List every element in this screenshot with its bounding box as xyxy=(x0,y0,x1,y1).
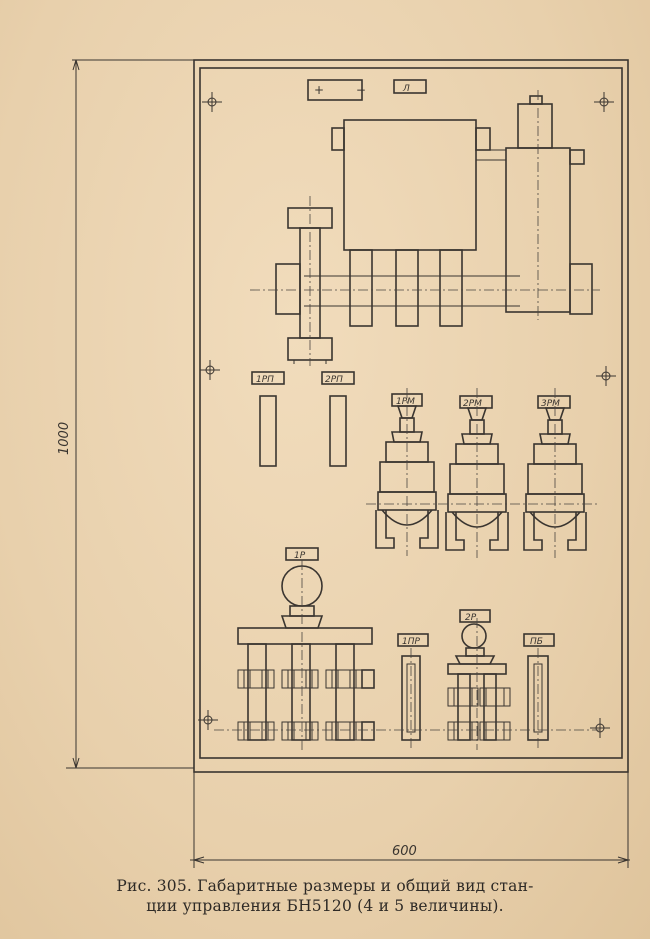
knife-switch-1p xyxy=(237,565,375,741)
switch-2p-label: 2Р xyxy=(465,613,477,623)
fuse-pb-label: ПБ xyxy=(530,637,543,647)
dimension-width xyxy=(190,856,630,864)
relay-1pt-label-box xyxy=(251,371,285,385)
fuse-1pp-label-box xyxy=(397,633,429,647)
fuse-1pp-label: 1ПР xyxy=(402,637,420,647)
relay-2pt-label-box xyxy=(321,371,355,385)
lamp-label-box xyxy=(393,79,427,94)
switch-2p xyxy=(447,623,511,741)
relay-2pt xyxy=(329,395,347,467)
caption-line-2: ции управления БН5120 (4 и 5 величины). xyxy=(146,897,504,915)
top-terminal-block xyxy=(307,79,363,101)
contactor-2pm-label: 2РМ xyxy=(463,399,482,409)
contactor-1pm-label: 1РМ xyxy=(396,397,415,407)
main-contactor xyxy=(304,119,520,327)
relay-1pt xyxy=(259,395,277,467)
middle-centerlines xyxy=(366,388,600,558)
relay-2pt-label: 2РП xyxy=(325,375,343,385)
contactor-1pm xyxy=(375,393,439,549)
overload-device xyxy=(505,95,593,315)
lower-centerlines xyxy=(214,560,600,750)
mounting-holes xyxy=(198,92,616,738)
switch-2p-label-box xyxy=(459,609,491,623)
upper-centerlines xyxy=(250,90,600,366)
fuse-pb-label-box xyxy=(523,633,555,647)
lamp-label: Л xyxy=(402,84,410,94)
resistor-assembly xyxy=(275,207,333,364)
figure-caption: Рис. 305. Габаритные размеры и общий вид… xyxy=(20,876,630,916)
relay-1pt-label: 1РП xyxy=(256,375,274,385)
contactor-3pm-label: 3РМ xyxy=(541,399,560,409)
top-terminal-label: + − xyxy=(314,83,380,97)
dimension-height xyxy=(66,59,194,769)
switch-1p-label: 1Р xyxy=(294,551,306,561)
height-dimension-label: 1000 xyxy=(57,422,72,455)
caption-line-1: Рис. 305. Габаритные размеры и общий вид… xyxy=(116,877,534,895)
panel-outline xyxy=(193,59,629,868)
width-dimension-label: 600 xyxy=(392,844,417,859)
